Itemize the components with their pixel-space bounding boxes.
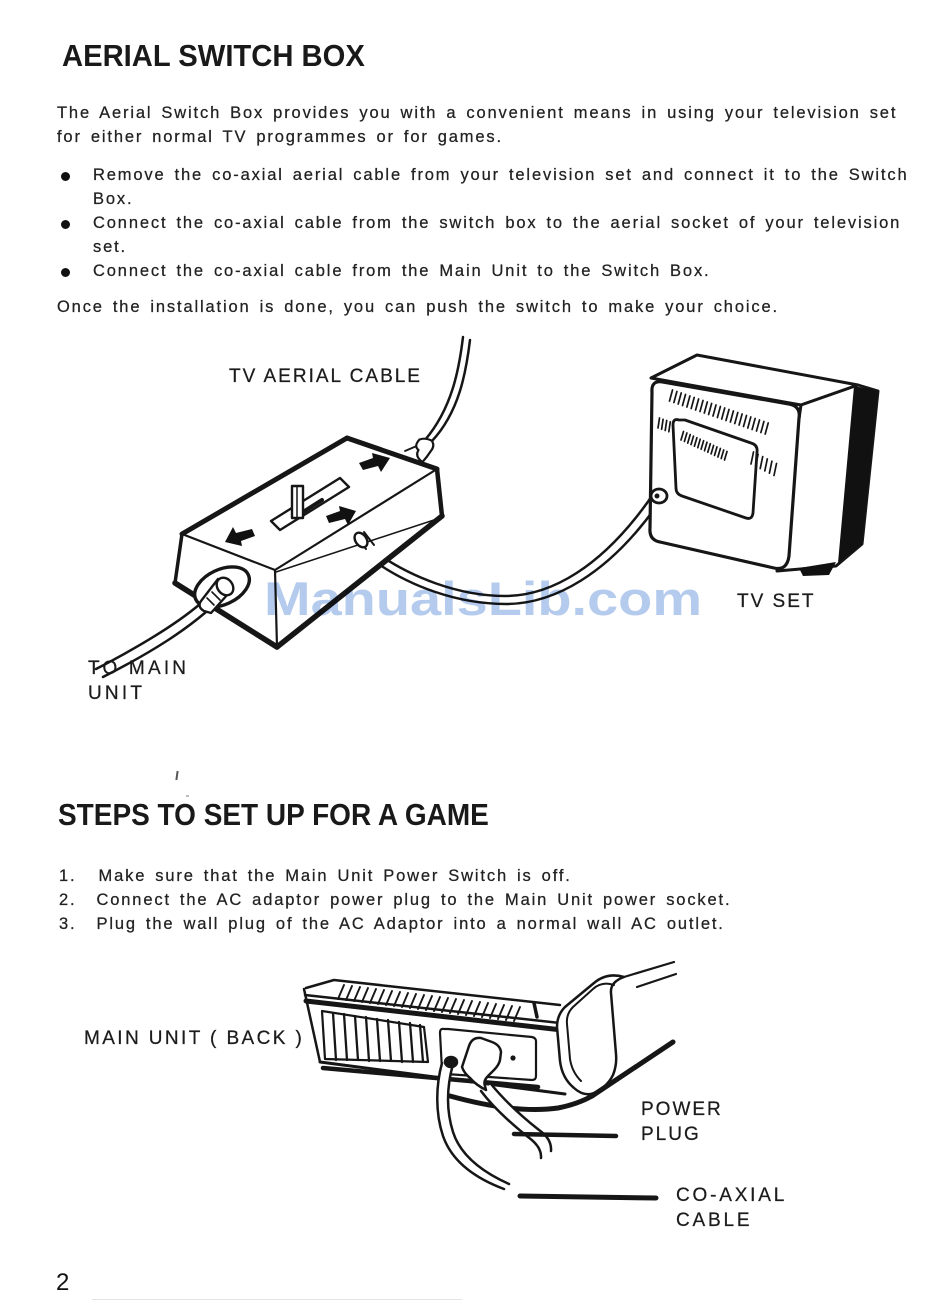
svg-text:ManualsLib.com: ManualsLib.com — [264, 572, 702, 625]
